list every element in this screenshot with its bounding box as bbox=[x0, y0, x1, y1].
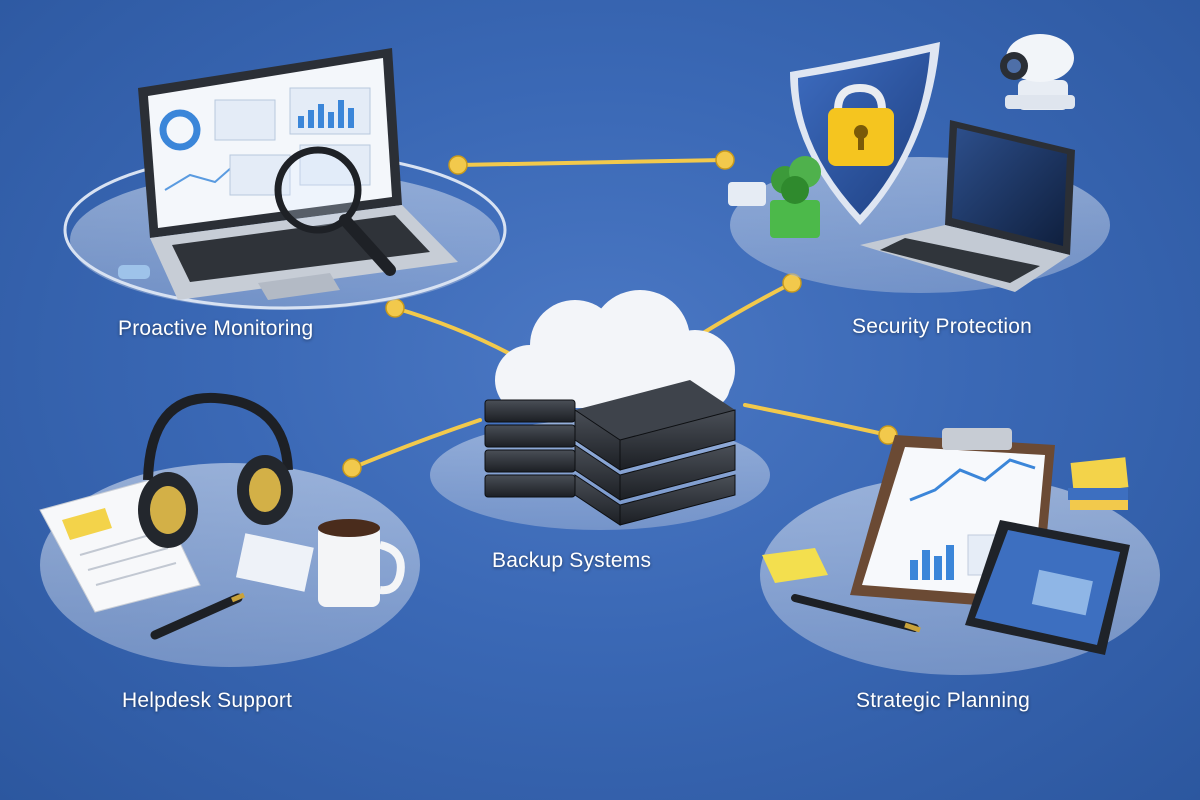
laptop-icon bbox=[138, 48, 458, 300]
router-device bbox=[728, 182, 766, 206]
server-stack-icon bbox=[484, 380, 736, 526]
node-label-security: Security Protection bbox=[852, 315, 1033, 338]
connector-monitoring-security bbox=[456, 158, 727, 167]
magnifier-icon bbox=[274, 146, 396, 276]
node-label-planning: Strategic Planning bbox=[856, 689, 1031, 712]
connector-security-backup bbox=[698, 281, 794, 337]
connector-node bbox=[385, 298, 405, 318]
laptop-icon bbox=[860, 120, 1075, 292]
monitoring-group bbox=[63, 48, 507, 310]
planning-group bbox=[760, 428, 1160, 675]
connector-node bbox=[342, 458, 362, 478]
node-label-helpdesk: Helpdesk Support bbox=[122, 689, 293, 712]
connector-node bbox=[448, 155, 468, 175]
headphones-icon bbox=[138, 392, 293, 548]
connector-node bbox=[878, 425, 898, 445]
shield-lock-icon bbox=[790, 42, 940, 225]
pen-icon bbox=[791, 594, 921, 633]
node-label-monitoring: Proactive Monitoring bbox=[118, 317, 314, 340]
connector-lines bbox=[350, 158, 890, 470]
connector-planning-backup bbox=[743, 403, 890, 437]
helpdesk-group bbox=[39, 392, 420, 667]
tablet-icon bbox=[965, 520, 1130, 655]
paper-sheet bbox=[235, 533, 314, 592]
connector-node bbox=[715, 150, 735, 170]
node-label-backup: Backup Systems bbox=[492, 549, 652, 572]
plant-icon bbox=[770, 156, 821, 238]
security-camera-icon bbox=[1000, 34, 1075, 110]
security-group bbox=[728, 34, 1110, 293]
connector-plug bbox=[118, 265, 150, 279]
sticky-notes-icon bbox=[762, 457, 1129, 583]
connector-helpdesk-backup bbox=[350, 418, 482, 470]
pen-icon bbox=[150, 592, 245, 640]
coffee-mug-icon bbox=[318, 519, 405, 607]
backup-group bbox=[430, 290, 770, 530]
